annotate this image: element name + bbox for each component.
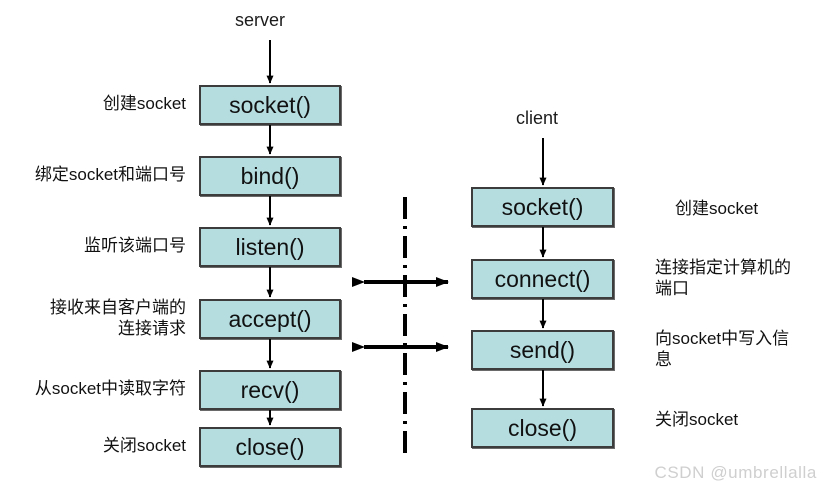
client-note-send: 向socket中写入信 息 (655, 329, 790, 369)
server-note-socket: 创建socket (102, 94, 186, 113)
server-title: server (235, 10, 286, 30)
server-node-accept[interactable]: accept() (199, 299, 341, 339)
server-note-recv: 从socket中读取字符 (34, 379, 186, 398)
csdn-watermark: CSDN @umbrellalla (654, 463, 817, 482)
server-note-listen: 监听该端口号 (84, 236, 186, 255)
server-node-socket[interactable]: socket() (199, 85, 341, 125)
server-note-bind: 绑定socket和端口号 (34, 165, 186, 184)
server-node-recv[interactable]: recv() (199, 370, 341, 410)
client-node-socket[interactable]: socket() (471, 187, 614, 227)
client-title: client (516, 108, 559, 128)
server-note-accept: 接收来自客户端的 连接请求 (50, 298, 186, 338)
server-node-bind[interactable]: bind() (199, 156, 341, 196)
server-node-close[interactable]: close() (199, 427, 341, 467)
client-note-connect: 连接指定计算机的 端口 (655, 258, 791, 298)
client-note-socket: 创建socket (675, 199, 759, 218)
client-node-send[interactable]: send() (471, 330, 614, 370)
server-note-close: 关闭socket (102, 436, 186, 455)
client-note-close: 关闭socket (655, 410, 739, 429)
client-node-close[interactable]: close() (471, 408, 614, 448)
server-node-listen[interactable]: listen() (199, 227, 341, 267)
client-node-connect[interactable]: connect() (471, 259, 614, 299)
